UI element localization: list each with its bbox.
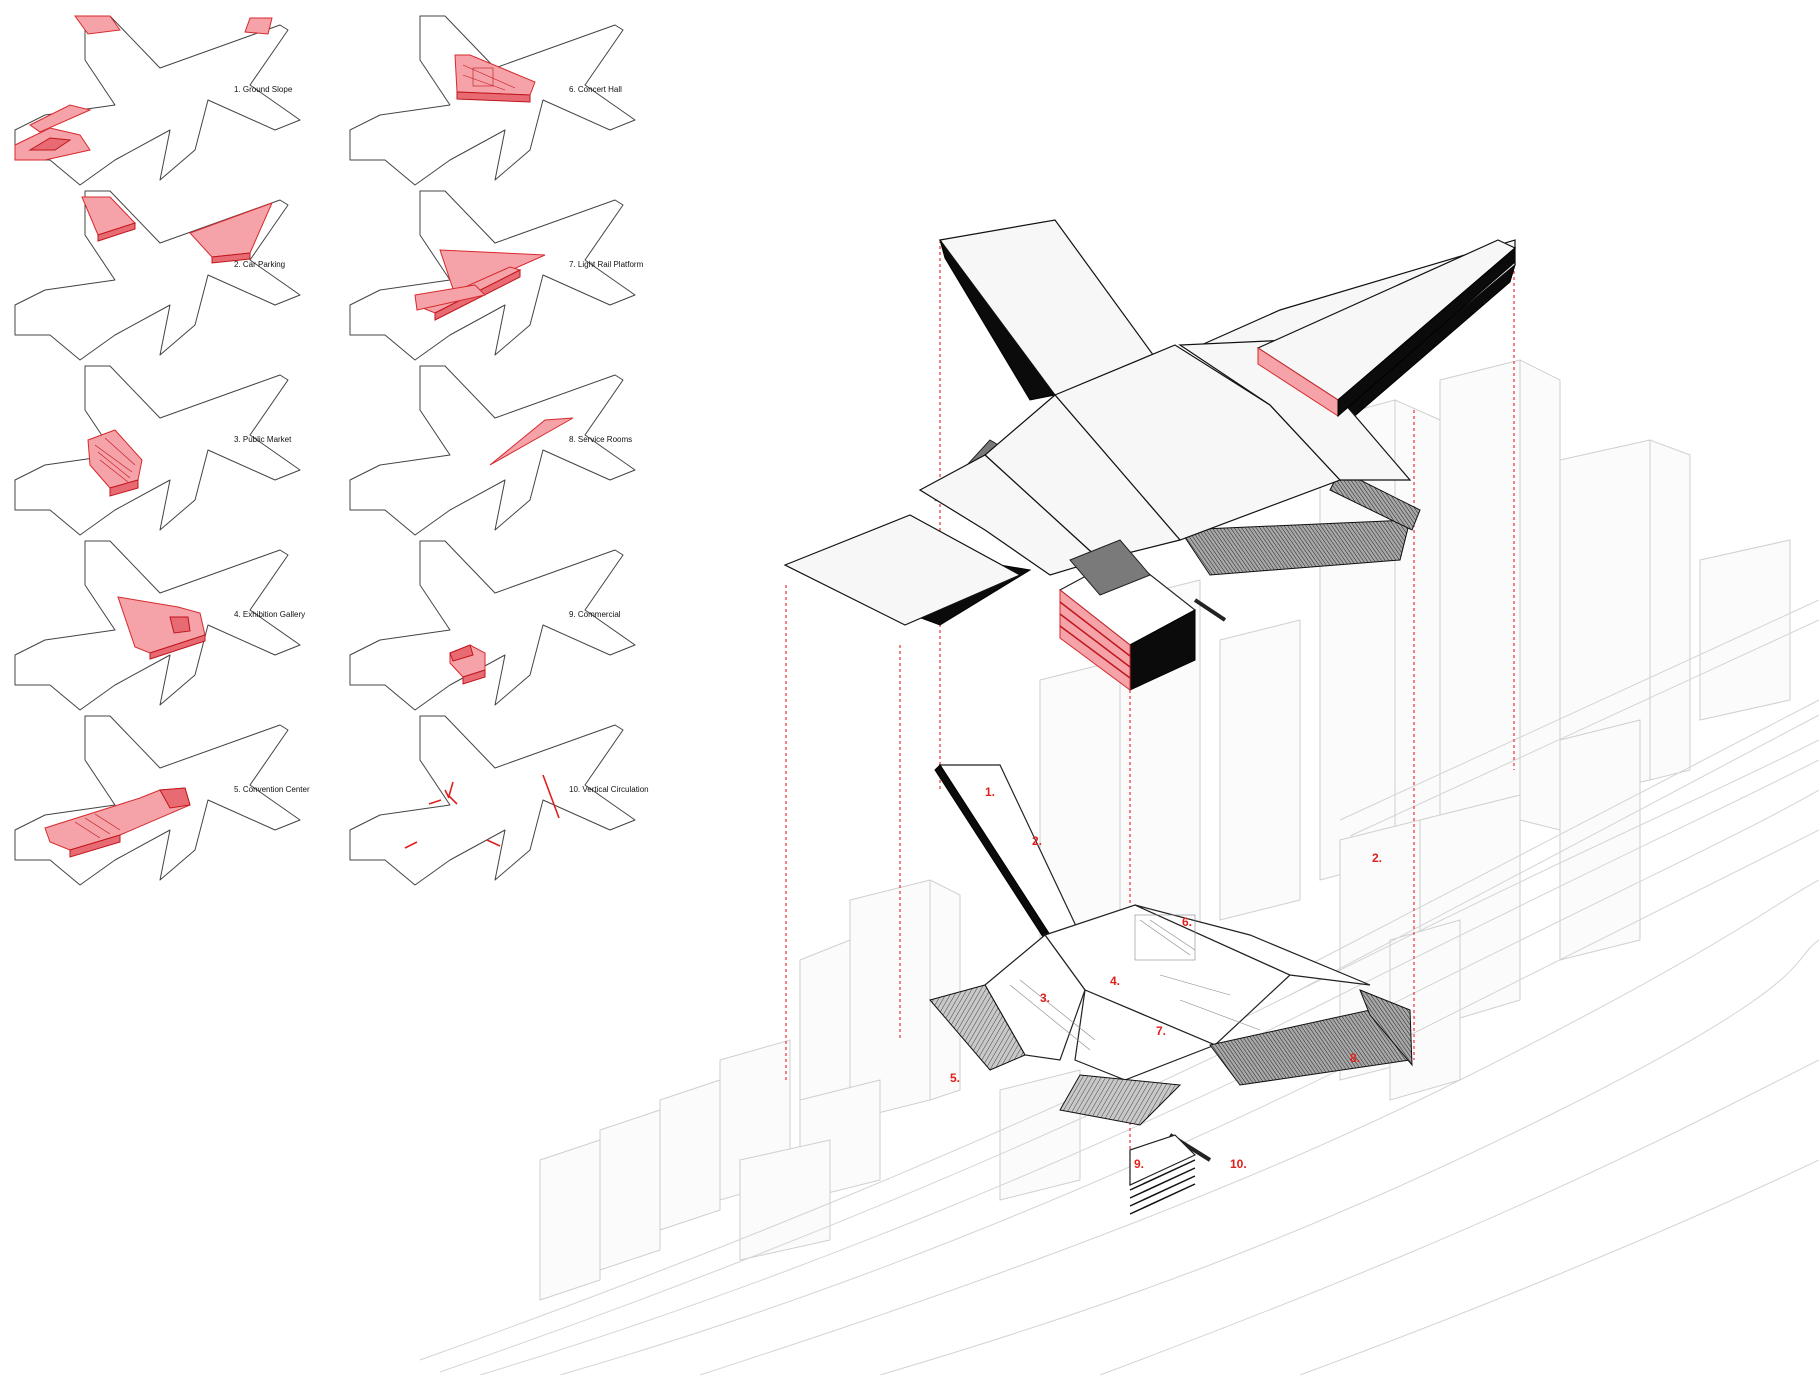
legend-item-light-rail-platform: 7. Light Rail Platform <box>349 190 644 361</box>
legend-item-car-parking: 2. Car Parking <box>14 190 301 361</box>
floor-label-light-rail: 7. <box>1156 1024 1166 1038</box>
floor-label-ground-slope: 1. <box>985 785 995 799</box>
roof-hatched-ne <box>1329 469 1421 531</box>
floor-number-labels: 1. 2. 2. 3. 4. 5. 6. 7. 8. 9. 10. <box>950 785 1382 1171</box>
floor-label-vertical-circulation: 10. <box>1230 1157 1247 1171</box>
floor-ramp-south <box>1059 1074 1182 1126</box>
legend-item-commercial: 9. Commercial <box>349 540 636 711</box>
legend-label-exhibition-gallery: 4. Exhibition Gallery <box>234 610 305 619</box>
floor-assembly <box>929 764 1413 1215</box>
legend-item-concert-hall: 6. Concert Hall <box>349 15 636 186</box>
roof-stair-stub <box>1193 598 1227 622</box>
legend-label-vertical-circulation: 10. Vertical Circulation <box>569 785 649 794</box>
legend-item-convention-center: 5. Convention Center <box>14 715 310 886</box>
legend-item-public-market: 3. Public Market <box>14 365 301 536</box>
roof-west-wing <box>783 514 1022 626</box>
floor-label-commercial: 9. <box>1134 1157 1144 1171</box>
legend-item-service-rooms: 8. Service Rooms <box>349 365 636 536</box>
legend-item-ground-slope: 1. Ground Slope <box>14 15 301 186</box>
legend-item-exhibition-gallery: 4. Exhibition Gallery <box>14 540 305 711</box>
floor-label-exhibition-gallery: 4. <box>1110 974 1120 988</box>
legend-label-car-parking: 2. Car Parking <box>234 260 285 269</box>
legend-label-commercial: 9. Commercial <box>569 610 621 619</box>
floor-label-convention-center: 5. <box>950 1071 960 1085</box>
legend-label-ground-slope: 1. Ground Slope <box>234 85 293 94</box>
legend-item-vertical-circulation: 10. Vertical Circulation <box>349 715 649 886</box>
legend-label-concert-hall: 6. Concert Hall <box>569 85 622 94</box>
legend-label-light-rail-platform: 7. Light Rail Platform <box>569 260 644 269</box>
floor-interior-lines <box>1009 914 1261 1051</box>
floor-label-service-rooms: 8. <box>1350 1051 1360 1065</box>
roof-hatched-east <box>1179 519 1411 576</box>
legend-label-convention-center: 5. Convention Center <box>234 785 310 794</box>
floor-label-public-market: 3. <box>1040 991 1050 1005</box>
floor-label-car-parking-east: 2. <box>1372 851 1382 865</box>
legend-label-service-rooms: 8. Service Rooms <box>569 435 632 444</box>
floor-label-concert-hall: 6. <box>1182 915 1192 929</box>
roof-assembly <box>783 219 1517 691</box>
roof-south-panel <box>918 454 1102 576</box>
roof-ridge-panel <box>1178 339 1412 481</box>
legend-label-public-market: 3. Public Market <box>234 435 292 444</box>
floor-commercial-stack <box>1129 1159 1196 1215</box>
floor-ramp-west <box>929 984 1026 1071</box>
floor-label-car-parking-west: 2. <box>1032 834 1042 848</box>
legend: 1. Ground Slope 2. Car Parking 3. Public… <box>14 15 649 886</box>
floor-service-ramp <box>1359 989 1413 1067</box>
floor-ridge-plate <box>1134 904 1371 986</box>
